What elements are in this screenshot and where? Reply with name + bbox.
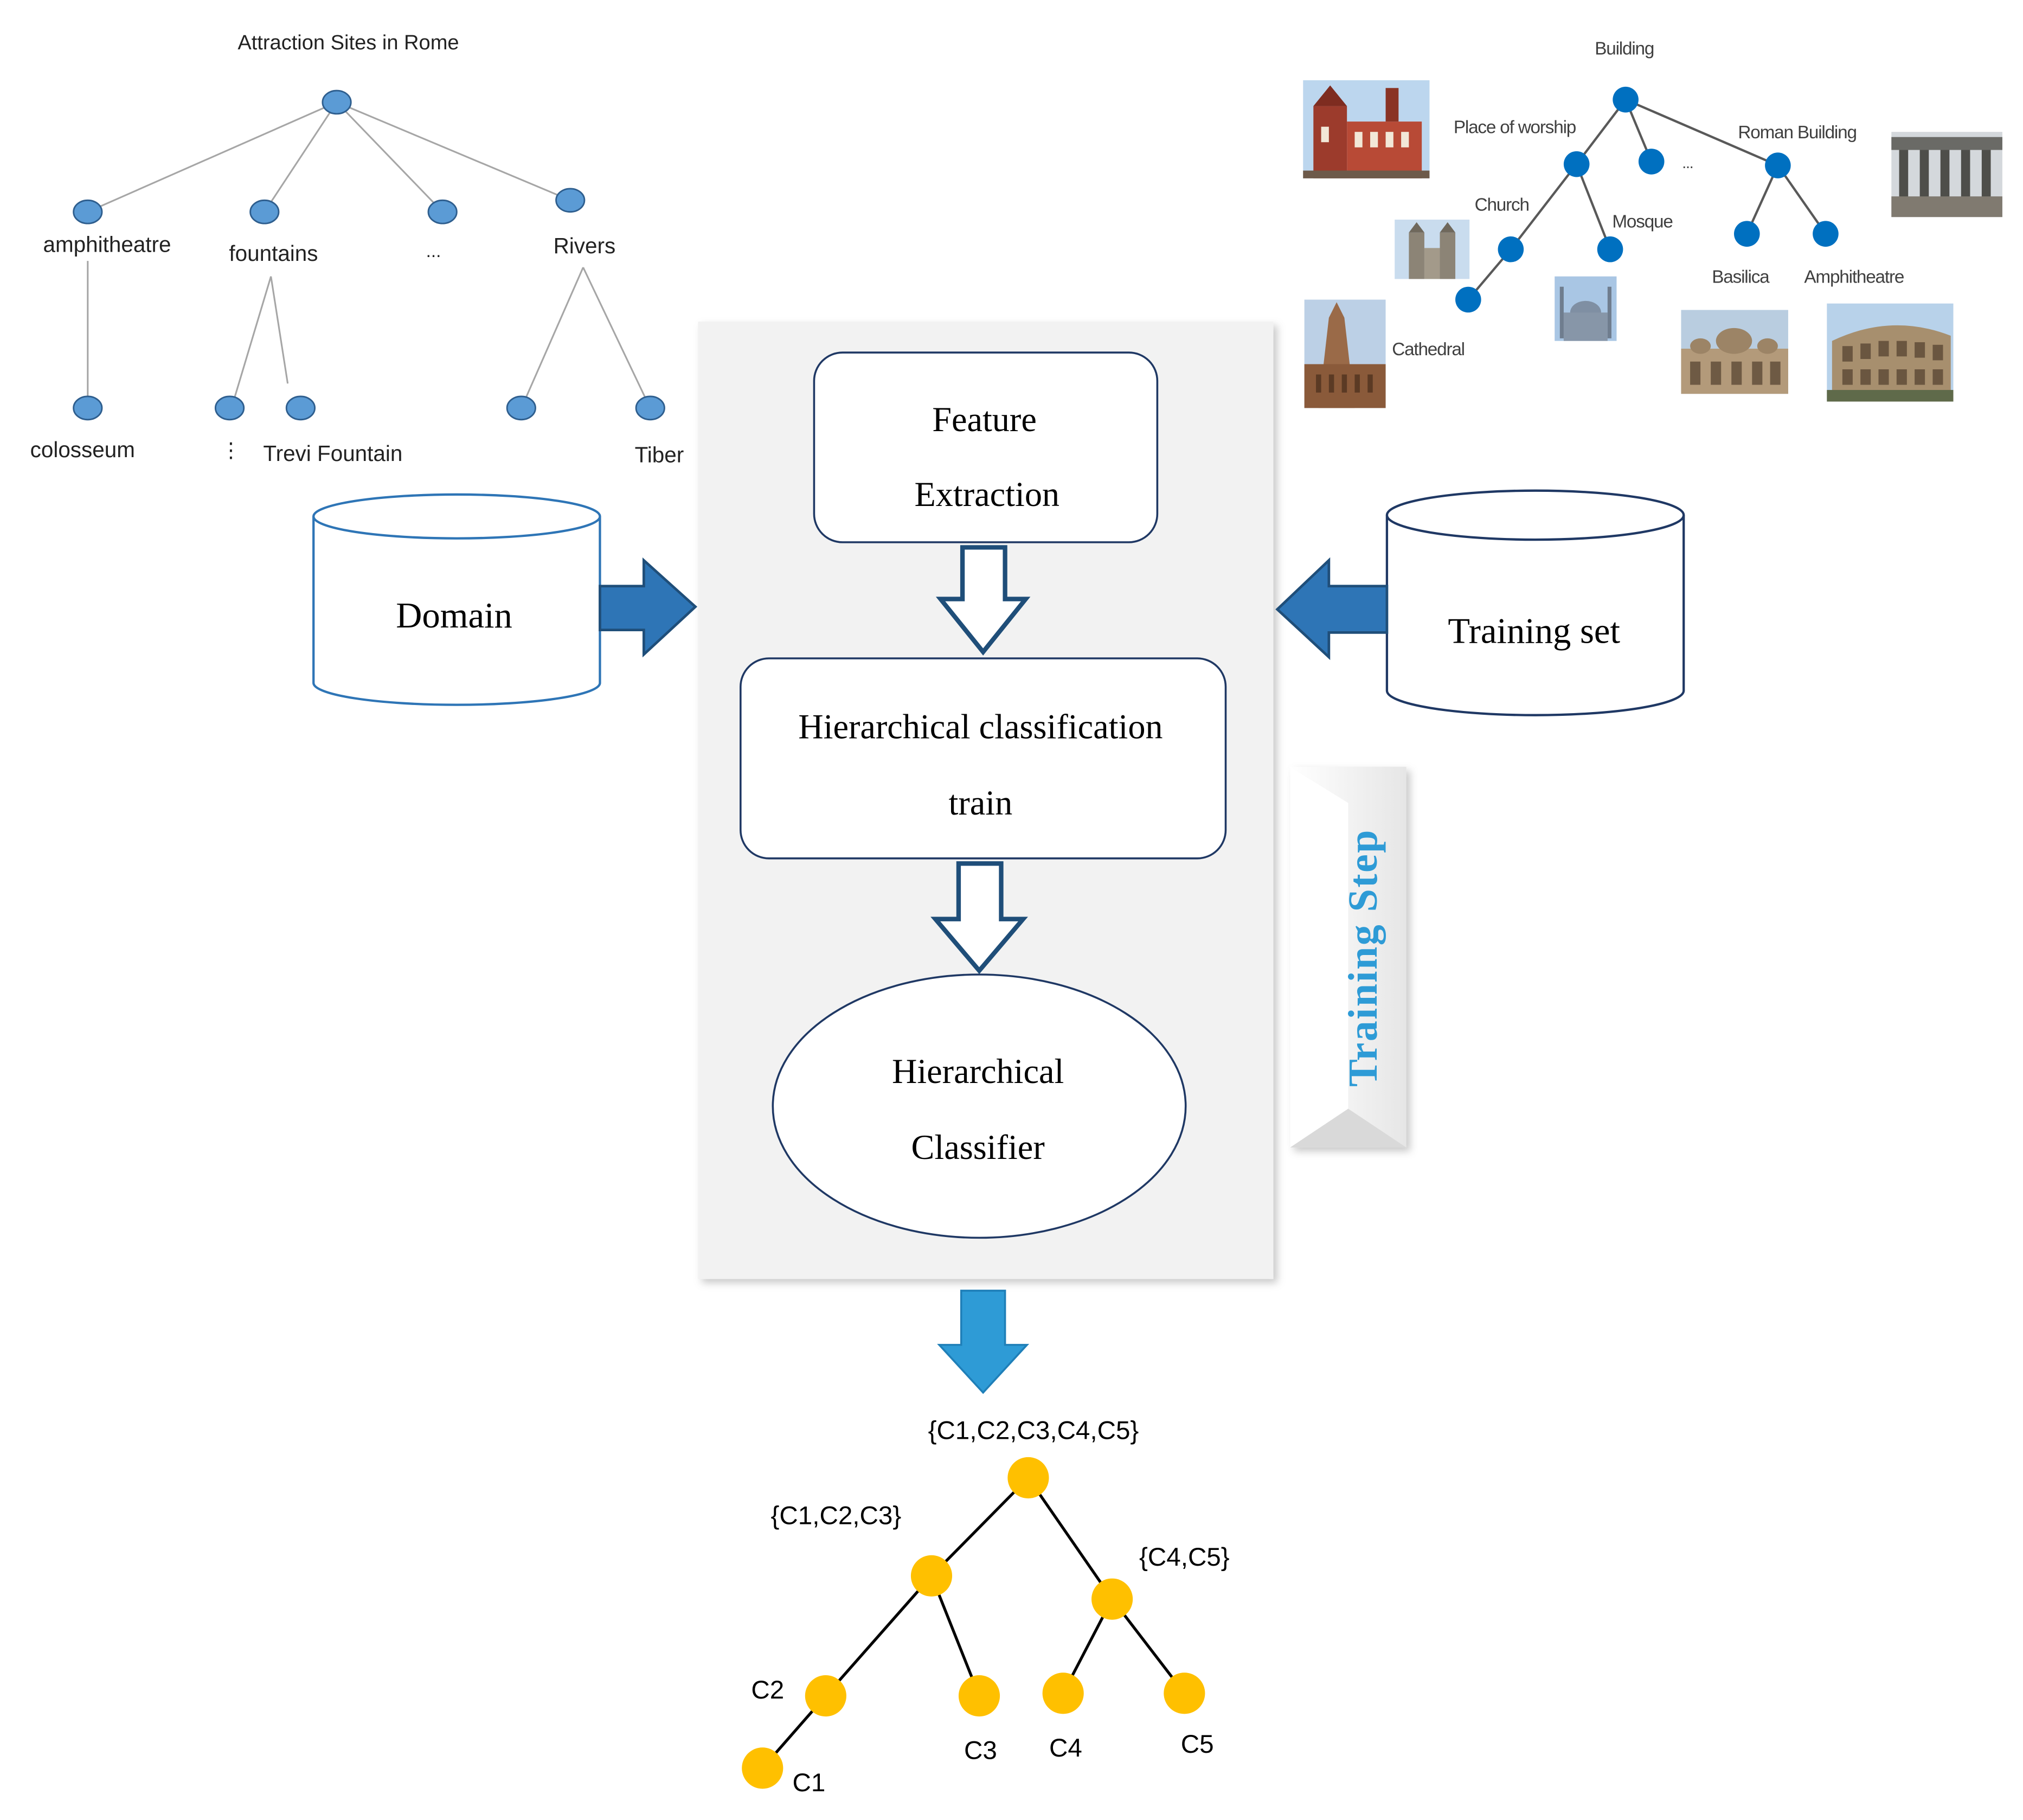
left-set-label: {C1,C2,C3} <box>771 1502 902 1530</box>
hierarchical-train-label-1: Hierarchical classification <box>798 708 1163 746</box>
c4-label: C4 <box>1049 1734 1082 1763</box>
basilica-label: Basilica <box>1712 267 1770 287</box>
amphitheatre-photo <box>1827 303 1954 402</box>
building-root-label: Building <box>1595 39 1654 59</box>
mosque-photo <box>1555 276 1617 341</box>
building-ellipsis-node <box>1638 149 1665 175</box>
building-ellipsis-label: ... <box>1682 155 1693 172</box>
hollow-arrow-down-2 <box>930 861 1028 975</box>
c2-label: C2 <box>751 1676 784 1704</box>
rome-root-label: Attraction Sites in Rome <box>237 31 459 54</box>
right-set-node <box>1091 1578 1133 1620</box>
fountains-label: fountains <box>229 241 318 266</box>
tiber-label: Tiber <box>635 442 684 467</box>
basilica-node <box>1734 221 1760 247</box>
hierarchical-classifier-label-1: Hierarchical <box>892 1052 1064 1091</box>
colosseum-node <box>73 395 103 421</box>
root-set-label: {C1,C2,C3,C4,C5} <box>928 1417 1139 1445</box>
roman-building-node <box>1765 152 1791 178</box>
right-set-label: {C4,C5} <box>1139 1543 1230 1572</box>
vdots-label: ⋮ <box>221 439 241 462</box>
rome-root-node <box>322 89 352 115</box>
training-set-arrow <box>1275 557 1389 661</box>
c1-label: C1 <box>793 1768 826 1797</box>
place-of-worship-label: Place of worship <box>1454 118 1576 138</box>
left-set-node <box>910 1555 953 1597</box>
place-of-worship-node <box>1563 151 1590 177</box>
building-root-node <box>1613 86 1639 113</box>
fountains-node <box>249 199 280 225</box>
domain-cylinder: Domain <box>312 493 601 706</box>
amphitheatre-node <box>73 199 103 225</box>
trevi-label: Trevi Fountain <box>263 441 402 466</box>
output-tree: {C1,C2,C3,C4,C5} {C1,C2,C3} {C4,C5} C2 C… <box>742 1417 1230 1797</box>
domain-arrow <box>599 557 698 658</box>
tiber-node <box>635 395 665 421</box>
roman-building-label: Roman Building <box>1738 123 1856 143</box>
amphitheatre-label: amphitheatre <box>43 232 171 257</box>
c2-node <box>805 1675 846 1717</box>
root-set-node <box>1007 1457 1049 1499</box>
cathedral-node <box>1455 286 1481 313</box>
trevi-node <box>285 395 316 421</box>
training-step-label: Training Step <box>1340 829 1386 1087</box>
hierarchical-train-label-2: train <box>949 784 1013 822</box>
hierarchical-train-box: Hierarchical classification train <box>740 657 1227 860</box>
amphitheatre-b-node <box>1813 221 1839 247</box>
mosque-node <box>1597 236 1623 262</box>
roman-building-photo <box>1891 132 2002 217</box>
church-photo <box>1395 219 1470 279</box>
hierarchical-classifier-ellipse: Hierarchical Classifier <box>772 973 1187 1239</box>
place-of-worship-photo <box>1303 80 1430 178</box>
cathedral-label: Cathedral <box>1392 339 1465 360</box>
hollow-arrow-down-1 <box>935 545 1031 656</box>
mosque-label: Mosque <box>1612 212 1673 232</box>
building-tree: Building Place of worship ... Roman Buil… <box>1303 39 2002 408</box>
c5-node <box>1164 1672 1205 1714</box>
church-node <box>1498 236 1524 262</box>
training-set-cylinder: Training set <box>1385 489 1685 716</box>
output-arrow <box>937 1290 1030 1394</box>
colosseum-label: colosseum <box>30 437 135 462</box>
training-set-label: Training set <box>1448 611 1620 651</box>
ellipsis-label: ... <box>426 241 441 261</box>
ellipsis-node <box>427 199 458 225</box>
c4-node <box>1042 1672 1084 1714</box>
rivers-node <box>555 188 586 213</box>
domain-label: Domain <box>396 596 512 636</box>
river-child-node <box>506 395 536 421</box>
feature-extraction-label-2: Extraction <box>915 475 1060 514</box>
rivers-label: Rivers <box>554 233 616 258</box>
c3-node <box>958 1675 1000 1717</box>
church-label: Church <box>1475 195 1529 215</box>
c3-label: C3 <box>964 1736 997 1765</box>
feature-extraction-box: Feature Extraction <box>813 351 1159 543</box>
rome-tree: Attraction Sites in Rome amphitheatre fo… <box>30 31 684 467</box>
cathedral-photo <box>1304 299 1386 408</box>
training-step-tab: Training Step <box>1290 766 1407 1148</box>
fountain-child-node <box>214 395 245 421</box>
c1-node <box>742 1747 783 1789</box>
hierarchical-classifier-label-2: Classifier <box>911 1128 1045 1167</box>
amphitheatre-b-label: Amphitheatre <box>1804 267 1904 287</box>
feature-extraction-label-1: Feature <box>932 400 1037 439</box>
c5-label: C5 <box>1181 1730 1214 1759</box>
basilica-photo <box>1681 310 1788 394</box>
